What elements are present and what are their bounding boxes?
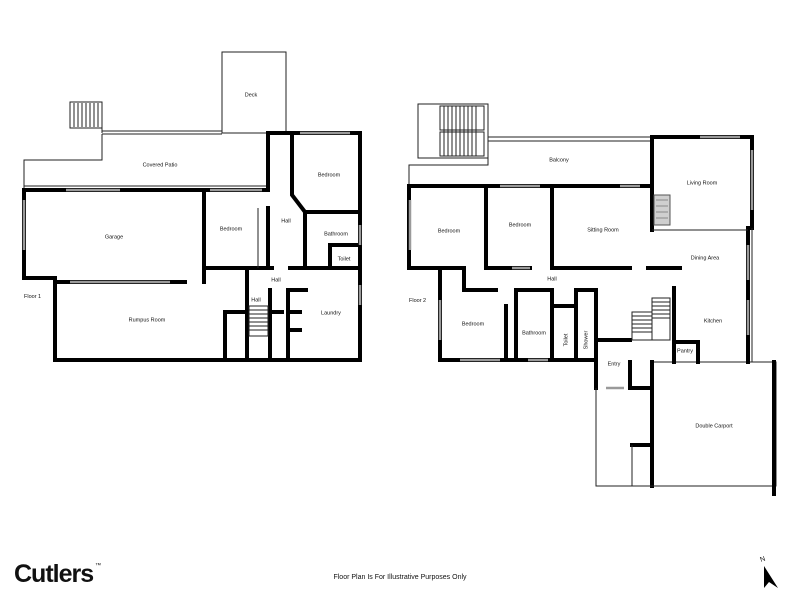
room-hall-upper: Hall <box>281 218 290 224</box>
room-bedroom-floor2-south: Bedroom <box>462 321 485 327</box>
compass-north-label: N <box>759 556 766 564</box>
floor2-interior-stairs <box>631 297 671 341</box>
room-kitchen: Kitchen <box>704 318 722 324</box>
floor1-interior-stairs <box>248 305 269 337</box>
floor2-label: Floor 2 <box>409 298 426 304</box>
room-balcony: Balcony <box>549 157 569 163</box>
room-rumpus-room: Rumpus Room <box>129 317 166 323</box>
room-toilet-floor1: Toilet <box>338 256 351 262</box>
floor1-plan: Floor 1 Deck Covered Patio Garage Bedroo… <box>22 51 362 362</box>
room-deck: Deck <box>245 92 258 98</box>
floor1-walls <box>22 131 362 362</box>
room-entry: Entry <box>608 361 621 367</box>
room-shower: Shower <box>583 331 589 350</box>
room-garage: Garage <box>105 234 123 240</box>
floor1-exterior-stairs <box>69 101 103 133</box>
north-arrow-icon: N <box>759 556 778 588</box>
room-bathroom-floor1: Bathroom <box>324 231 348 237</box>
floor2-exterior-stairs <box>417 103 489 159</box>
room-hall-floor2: Hall <box>547 276 556 282</box>
disclaimer-text: Floor Plan Is For Illustrative Purposes … <box>333 574 467 581</box>
brand-trademark: ™ <box>95 562 101 569</box>
room-pantry: Pantry <box>677 348 693 354</box>
fireplace-symbol <box>653 194 671 226</box>
room-double-carport: Double Carport <box>695 423 733 429</box>
floor2-windows <box>408 135 754 390</box>
room-laundry: Laundry <box>321 310 341 316</box>
room-dining-area: Dining Area <box>691 255 720 261</box>
room-living-room: Living Room <box>687 180 718 186</box>
room-bedroom-floor2-west: Bedroom <box>438 228 461 234</box>
room-hall-stair: Hall <box>251 297 260 303</box>
floor1-deck-outline <box>102 51 287 135</box>
room-hall-mid: Hall <box>271 277 280 283</box>
room-bedroom-floor1-east: Bedroom <box>318 172 341 178</box>
floor1-windows <box>22 131 362 305</box>
floor2-plan: Floor 2 Balcony Living Room Bedroom Bedr… <box>407 103 777 496</box>
floor2-walls <box>407 135 754 488</box>
compass-arrow <box>764 566 778 588</box>
room-bedroom-floor1-west: Bedroom <box>220 226 243 232</box>
room-bedroom-floor2-mid: Bedroom <box>509 222 532 228</box>
floor1-label: Floor 1 <box>24 294 41 300</box>
room-bathroom-floor2: Bathroom <box>522 330 546 336</box>
room-sitting-room: Sitting Room <box>587 227 619 233</box>
room-covered-patio: Covered Patio <box>143 162 178 168</box>
room-toilet-floor2: Toilet <box>563 333 569 346</box>
brand-name: Cutlers <box>14 560 94 588</box>
